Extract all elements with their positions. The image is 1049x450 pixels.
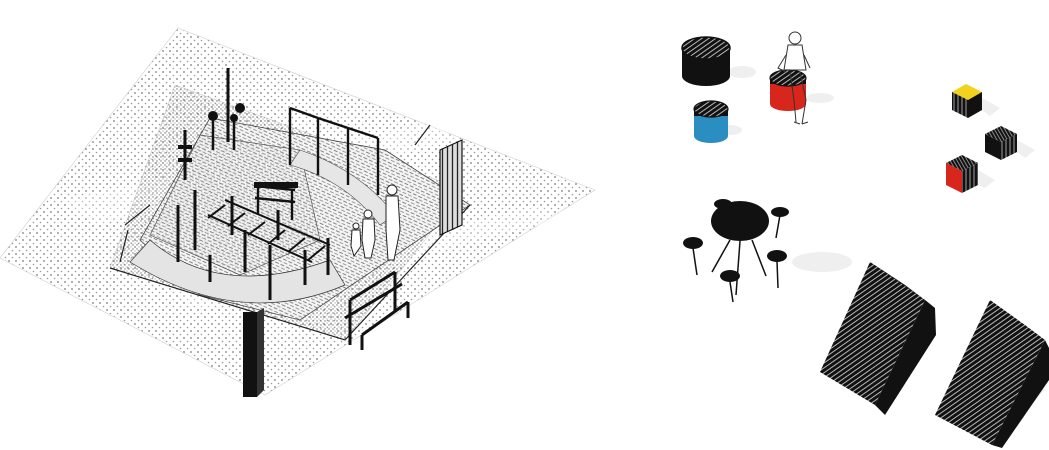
- cylindrical-seats: [681, 31, 834, 143]
- round-table-with-stools: [683, 199, 852, 303]
- fence-panel: [439, 139, 463, 236]
- info-totem: [243, 312, 257, 397]
- seated-person-figure: [777, 31, 811, 125]
- wedge-loungers: [820, 262, 1049, 448]
- people-figures: [350, 184, 401, 261]
- playground-axonometric: [0, 27, 596, 397]
- cube-seats: [946, 84, 1035, 193]
